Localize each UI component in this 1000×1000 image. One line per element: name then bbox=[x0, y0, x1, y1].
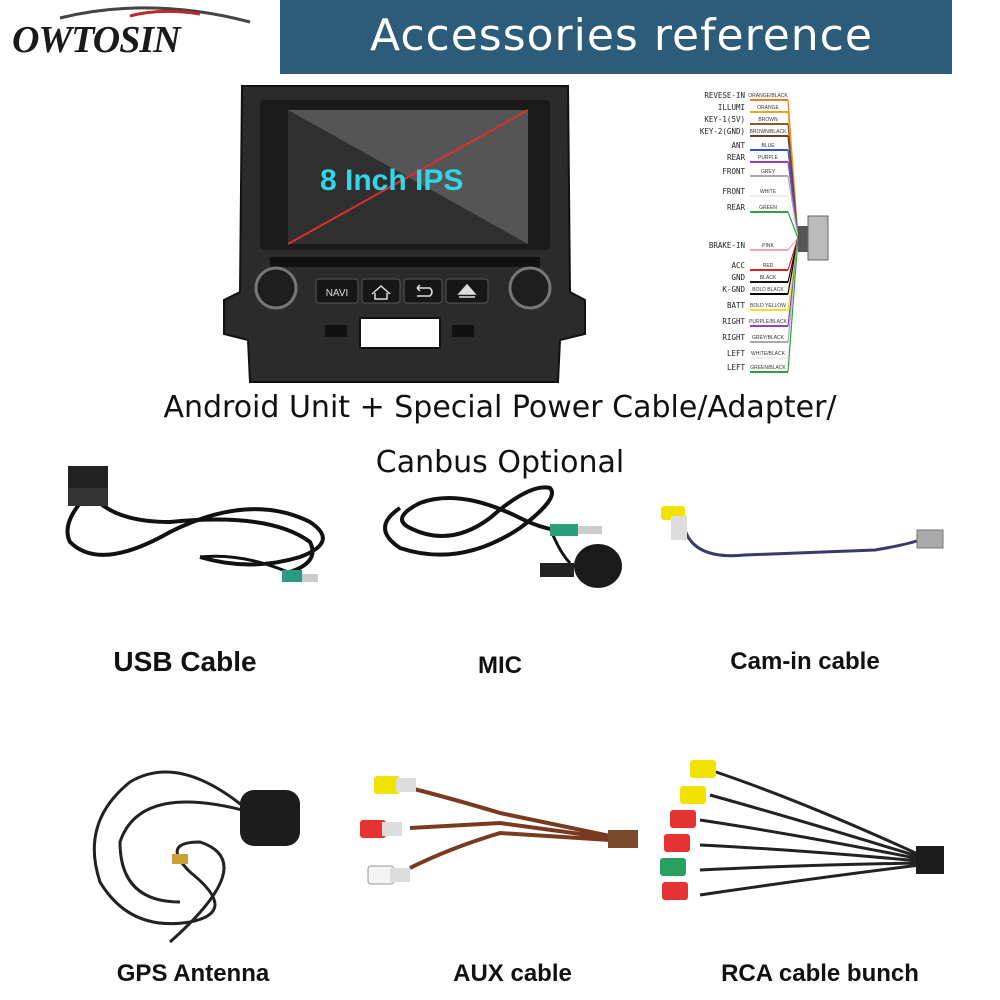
mic-image bbox=[383, 485, 622, 588]
wire-color-label: WHITE/BLACK bbox=[751, 351, 786, 357]
wire-label: RIGHT bbox=[722, 333, 745, 342]
wire-label: REAR bbox=[727, 203, 746, 212]
wire-color-label: PURPLE bbox=[758, 155, 779, 161]
brand-logo: OWTOSIN bbox=[0, 0, 280, 74]
logo-wordmark: OWTOSIN bbox=[12, 19, 181, 61]
harness-connector bbox=[807, 215, 829, 261]
wire-color-label: ORANGE/BLACK bbox=[748, 93, 788, 99]
wire-color-label: GREEN bbox=[759, 205, 777, 211]
wire-label: BATT bbox=[727, 301, 746, 310]
cam-in-cable-image bbox=[661, 506, 944, 558]
wire-color-label: WHITE bbox=[760, 189, 777, 195]
main-caption-line2: Canbus Optional bbox=[375, 445, 625, 480]
wire-label: ANT bbox=[731, 141, 745, 150]
wire-color-label: BLUE bbox=[761, 143, 775, 149]
wire-bundle-line bbox=[787, 195, 799, 239]
wire-label: KEY-2(GND) bbox=[700, 127, 745, 136]
wire-bundle-line bbox=[787, 237, 799, 373]
wire-bundle-line bbox=[787, 175, 799, 239]
wire-label: BRAKE-IN bbox=[709, 241, 745, 250]
wire-label: REVESE-IN bbox=[704, 91, 745, 100]
gps-antenna-image bbox=[92, 770, 300, 944]
home-button bbox=[361, 278, 401, 304]
logo-swoosh-icon bbox=[59, 6, 251, 24]
wire-color-label: BROWN/BLACK bbox=[750, 129, 788, 135]
wire-label: GND bbox=[731, 273, 745, 282]
aux-cable-label: AUX cable bbox=[453, 960, 572, 987]
wire-color-label: BOLD YELLOW bbox=[750, 303, 786, 309]
wire-label: K-GND bbox=[722, 285, 745, 294]
wire-color-label: PURPLE/BLACK bbox=[749, 319, 787, 325]
gps-antenna-label: GPS Antenna bbox=[116, 960, 270, 987]
wire-label: RIGHT bbox=[722, 317, 745, 326]
usb-cable-image bbox=[65, 466, 325, 582]
wire-color-label: ORANGE bbox=[757, 105, 779, 111]
wire-color-label: PINK bbox=[762, 243, 774, 249]
wire-color-label: BLACK bbox=[760, 275, 777, 281]
wire-bundle-line bbox=[787, 211, 799, 239]
wire-label: LEFT bbox=[727, 363, 746, 372]
wire-color-label: RED bbox=[763, 263, 774, 269]
eject-icon bbox=[457, 283, 477, 298]
wire-color-label: GREY/BLACK bbox=[752, 335, 785, 341]
wire-label: LEFT bbox=[727, 349, 746, 358]
navi-button-label: NAVI bbox=[326, 288, 349, 299]
mic-label: MIC bbox=[478, 652, 522, 679]
wire-label: FRONT bbox=[722, 187, 745, 196]
usb-cable-label: USB Cable bbox=[113, 646, 257, 677]
back-icon bbox=[416, 284, 433, 297]
wire-label: FRONT bbox=[722, 167, 745, 176]
home-icon bbox=[371, 284, 391, 300]
wire-bundle-line bbox=[787, 237, 799, 251]
back-button bbox=[403, 278, 443, 304]
rca-cable-bunch-image bbox=[660, 760, 944, 900]
wire-color-label: GREY bbox=[761, 169, 776, 175]
volume-knob bbox=[254, 266, 298, 310]
wire-label: ACC bbox=[731, 261, 745, 270]
aux-cable-image bbox=[360, 776, 638, 885]
android-head-unit: 8 Inch IPS NAVI bbox=[223, 85, 586, 383]
main-caption-line1: Android Unit + Special Power Cable/Adapt… bbox=[163, 390, 837, 425]
cam-in-cable-label: Cam-in cable bbox=[730, 648, 880, 675]
page-title: Accessories reference bbox=[370, 10, 873, 61]
rca-cable-bunch-label: RCA cable bunch bbox=[721, 960, 919, 987]
wire-label: ILLUMI bbox=[718, 103, 745, 112]
wire-color-label: GREEN/BLACK bbox=[750, 365, 786, 371]
screen-size-label: 8 Inch IPS bbox=[320, 164, 463, 197]
wire-label: KEY-1(5V) bbox=[704, 115, 745, 124]
wire-color-label: BOLD BLACK bbox=[752, 287, 784, 293]
wire-color-label: BROWN bbox=[758, 117, 778, 123]
wire-label: REAR bbox=[727, 153, 746, 162]
tune-knob bbox=[508, 266, 552, 310]
